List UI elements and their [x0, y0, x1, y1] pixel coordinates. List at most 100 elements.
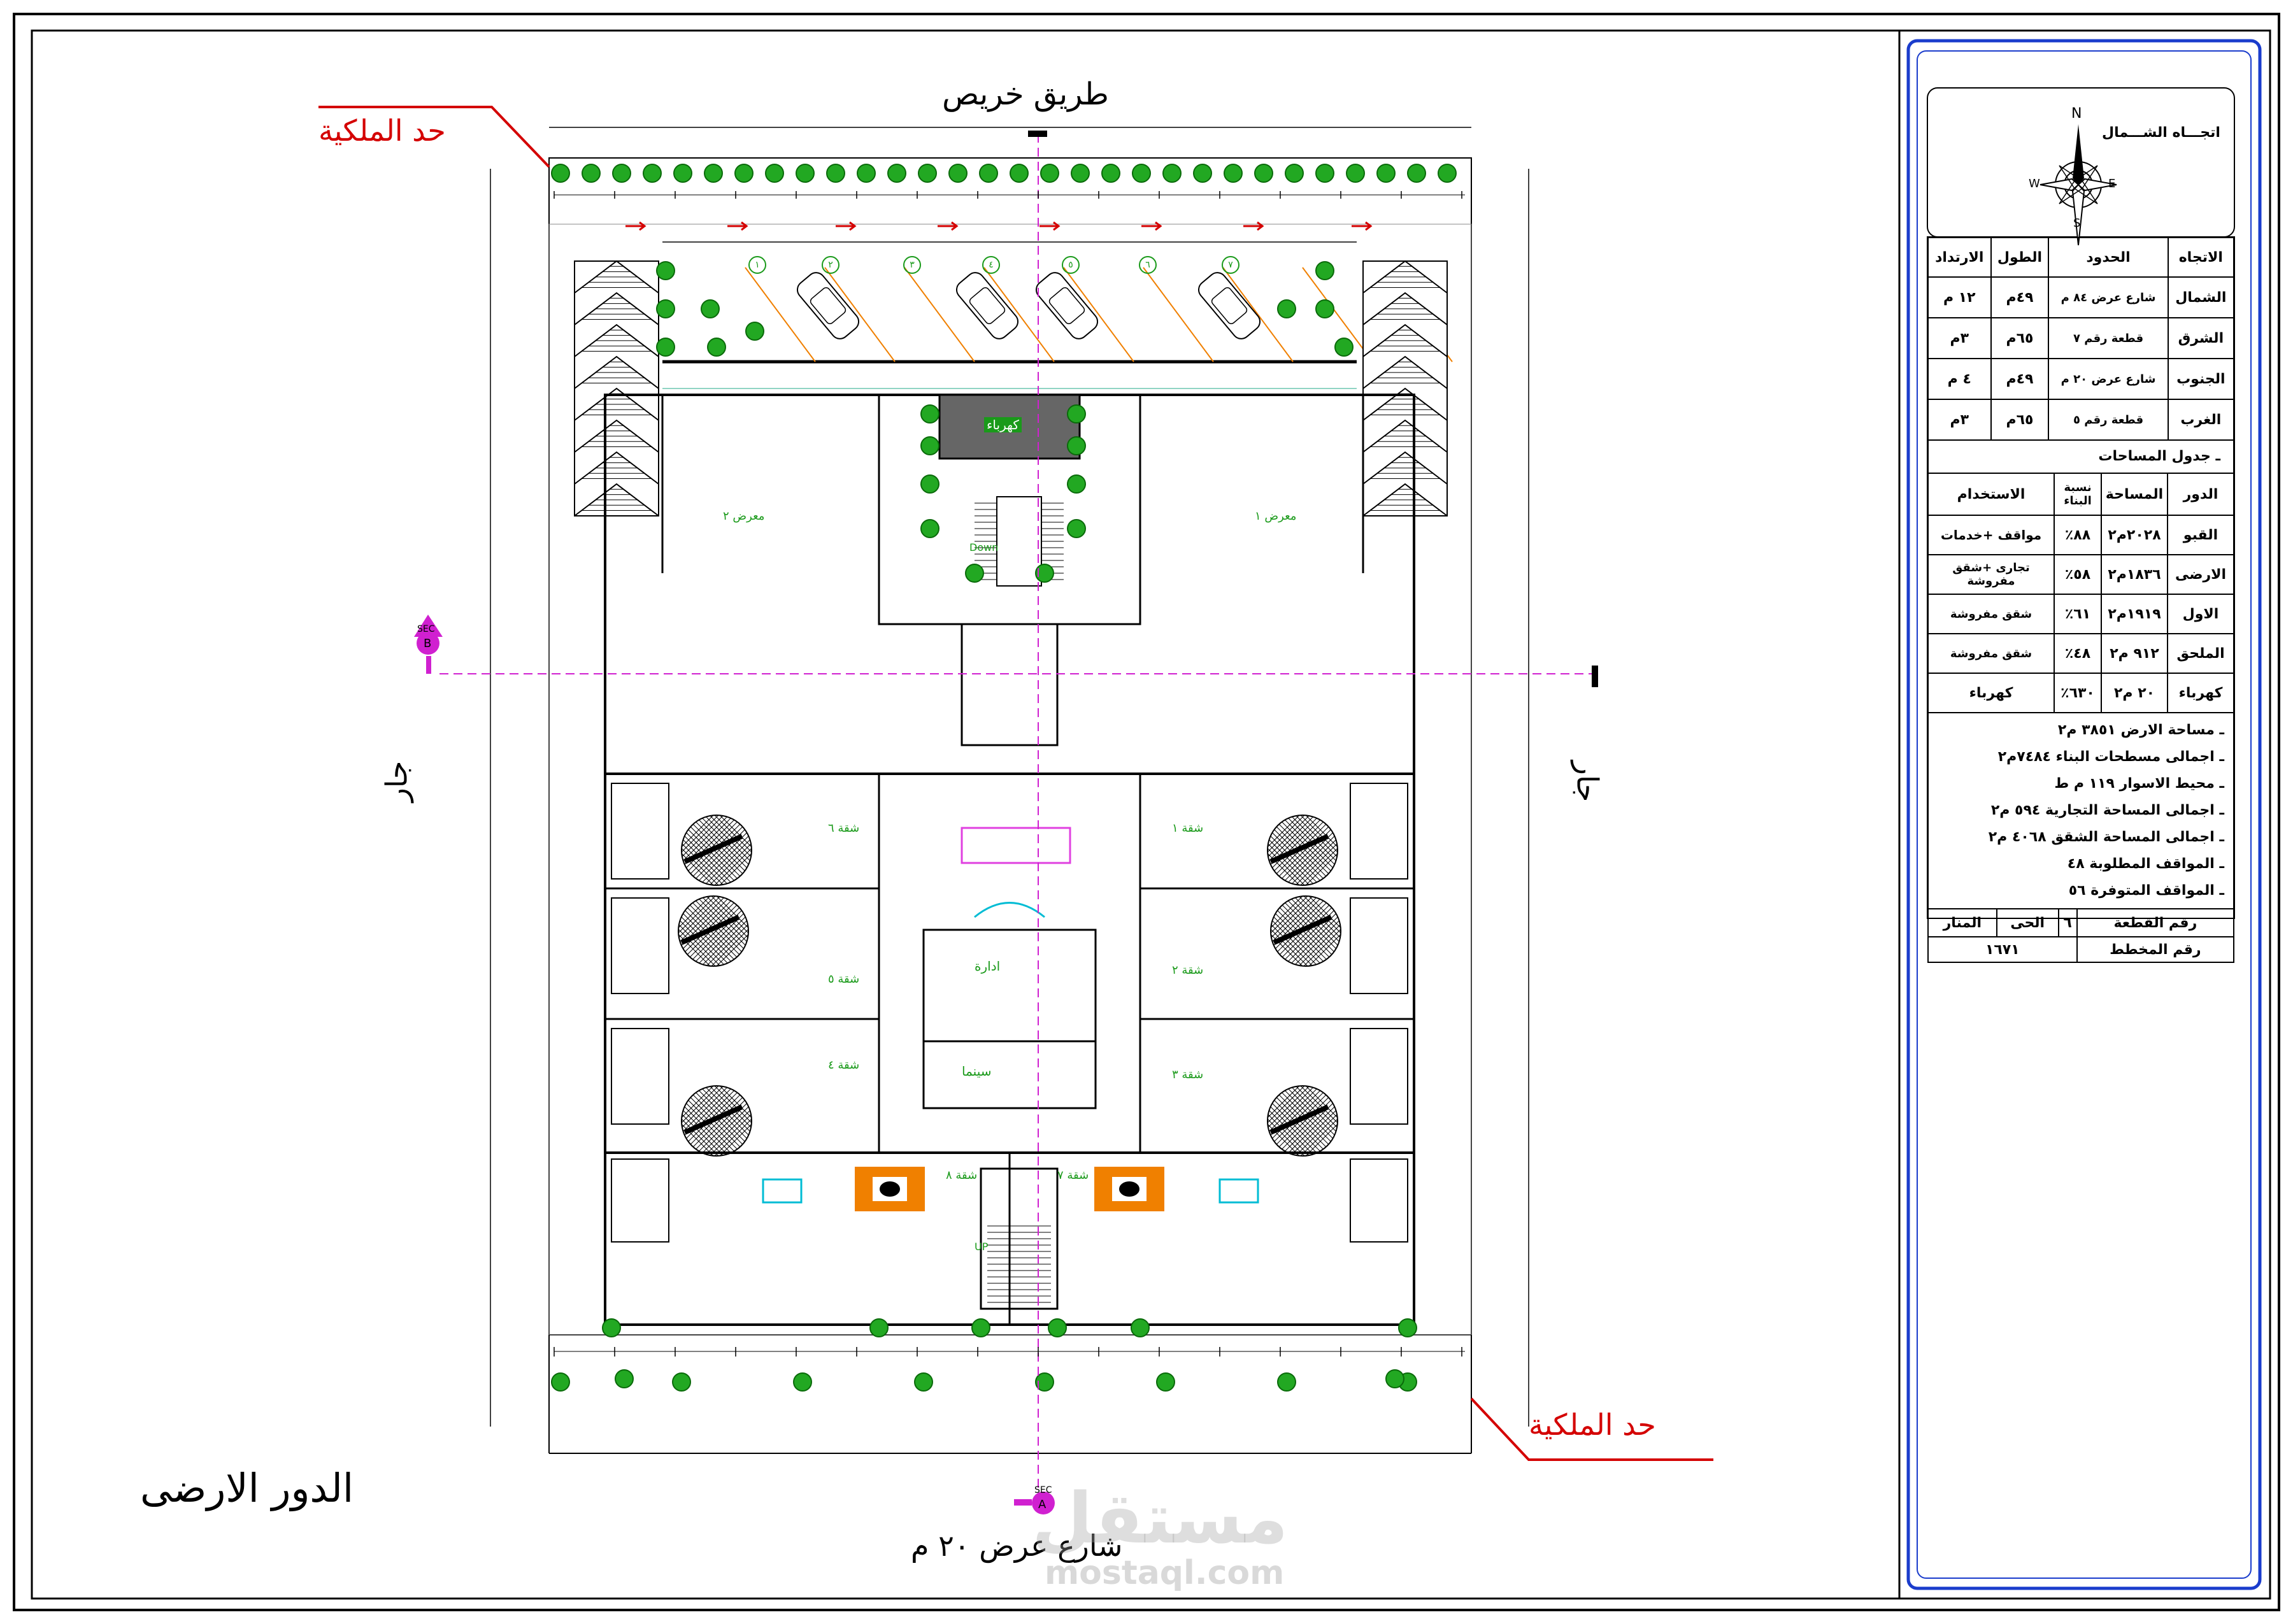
tree — [1315, 261, 1334, 280]
parking-stall-line — [1302, 267, 1373, 362]
table-cell: رقم القطعة — [2076, 908, 2235, 937]
tree — [979, 164, 998, 183]
compass-s: S — [2073, 217, 2081, 230]
tree — [1040, 164, 1059, 183]
table-cell: الحى — [1996, 908, 2059, 937]
apartment-label: شقة ٧ — [1057, 1169, 1089, 1182]
ramp-hatching — [574, 260, 1448, 516]
tree — [1010, 164, 1029, 183]
parking-stall-line — [1063, 267, 1134, 362]
tree — [1407, 164, 1426, 183]
table-cell: كهرباء — [2167, 673, 2234, 713]
tree — [551, 1372, 570, 1392]
tree — [857, 164, 876, 183]
parking-stall-line — [904, 267, 975, 362]
table-cell: الارضى — [2167, 554, 2234, 595]
round-table-icon — [1267, 1085, 1338, 1157]
table-header: الدور — [2167, 473, 2234, 516]
compass-n: N — [2071, 106, 2082, 122]
tree — [1067, 519, 1086, 538]
top-road-label: طريق خريص — [942, 76, 1109, 112]
tree — [920, 474, 939, 494]
tree — [918, 164, 937, 183]
table-cell: ١٩١٩م٢ — [2101, 594, 2168, 634]
table-cell: الشمال — [2167, 276, 2235, 318]
tree — [914, 1372, 933, 1392]
car-icon — [955, 272, 1019, 339]
watermark-url: mostaql.com — [1045, 1554, 1285, 1592]
parking-stall-line — [824, 267, 896, 362]
tree — [1035, 1372, 1054, 1392]
tree — [602, 1318, 621, 1337]
title-block-frame — [1898, 29, 2271, 1600]
table-cell: ١٢ م — [1927, 276, 1992, 318]
plot-table: رقم القطعة ٦ الحى المنار رقم المخطط ١٦٧١ — [1927, 908, 2235, 963]
tree — [765, 164, 784, 183]
tree — [1315, 299, 1334, 318]
showroom-2-label: معرض ٢ — [723, 509, 765, 523]
section-markers — [414, 131, 1598, 1514]
parking-number: ١ — [748, 256, 766, 274]
stairs — [975, 502, 1064, 1303]
apartment-label: شقة ٢ — [1172, 964, 1204, 977]
tree — [1035, 564, 1054, 583]
areas-table-title: ـ جدول المساحات — [1927, 441, 2234, 473]
stair-down-label: Down — [969, 541, 999, 553]
apartment-label: شقة ٥ — [828, 972, 860, 986]
apartment-label: شقة ٣ — [1172, 1068, 1204, 1081]
section-a-tag: SEC — [1034, 1485, 1052, 1495]
table-header: الاستخدام — [1927, 473, 2055, 516]
tree — [1285, 164, 1304, 183]
round-tables — [678, 815, 1341, 1157]
round-table-icon — [1267, 815, 1338, 886]
tree — [615, 1369, 634, 1388]
summary-item: ـ المواقف المطلوبة ٤٨ — [2067, 856, 2224, 872]
tree — [673, 164, 692, 183]
watermark-logo: مستقل — [1032, 1478, 1289, 1559]
traffic-arrow-icon — [938, 221, 959, 231]
parking-number: ٧ — [1222, 256, 1239, 274]
tree — [1315, 164, 1334, 183]
tree — [1398, 1318, 1417, 1337]
tree — [656, 338, 675, 357]
traffic-arrow-icon — [836, 221, 857, 231]
right-neighbor-label: جار — [1570, 760, 1605, 802]
tree — [1101, 164, 1120, 183]
tree — [704, 164, 723, 183]
tree — [1376, 164, 1396, 183]
table-cell: ٤٩م — [1990, 358, 2050, 400]
table-cell: الملحق — [2167, 633, 2234, 674]
table-cell: الشرق — [2167, 317, 2235, 359]
tree — [701, 299, 720, 318]
fireplace-units — [855, 1167, 1164, 1211]
parking-number: ٥ — [1062, 256, 1080, 274]
tree — [656, 299, 675, 318]
car-icon — [1035, 272, 1099, 339]
compass-w: W — [2029, 177, 2040, 190]
tree — [734, 164, 754, 183]
tree — [1067, 474, 1086, 494]
tree — [1224, 164, 1243, 183]
tree — [1385, 1369, 1404, 1388]
tree — [551, 164, 570, 183]
round-table-icon — [678, 895, 749, 967]
table-cell: قطعة رقم ٥ — [2048, 399, 2169, 441]
boundary-label-right: حد الملكية — [1529, 1407, 1656, 1442]
section-b-letter: B — [424, 637, 432, 650]
parking-stall-line — [745, 267, 816, 362]
electric-room-label: كهرباء — [984, 417, 1022, 432]
tree — [887, 164, 906, 183]
parking-area — [662, 241, 1357, 389]
table-header: المساحة — [2101, 473, 2168, 516]
trees — [551, 164, 1457, 1392]
dimension-lines — [554, 191, 1465, 1357]
table-cell: ٦٥م — [1990, 317, 2050, 359]
tree — [582, 164, 601, 183]
tree — [1156, 1372, 1175, 1392]
table-cell: ٤ م — [1927, 358, 1992, 400]
areas-table: الدور المساحة نسبة البناء الاستخدام القب… — [1927, 473, 2234, 713]
parking-number: ٦ — [1139, 256, 1157, 274]
table-cell: ٢٠٢٨م٢ — [2101, 515, 2168, 555]
property-boundary — [490, 127, 1529, 1454]
